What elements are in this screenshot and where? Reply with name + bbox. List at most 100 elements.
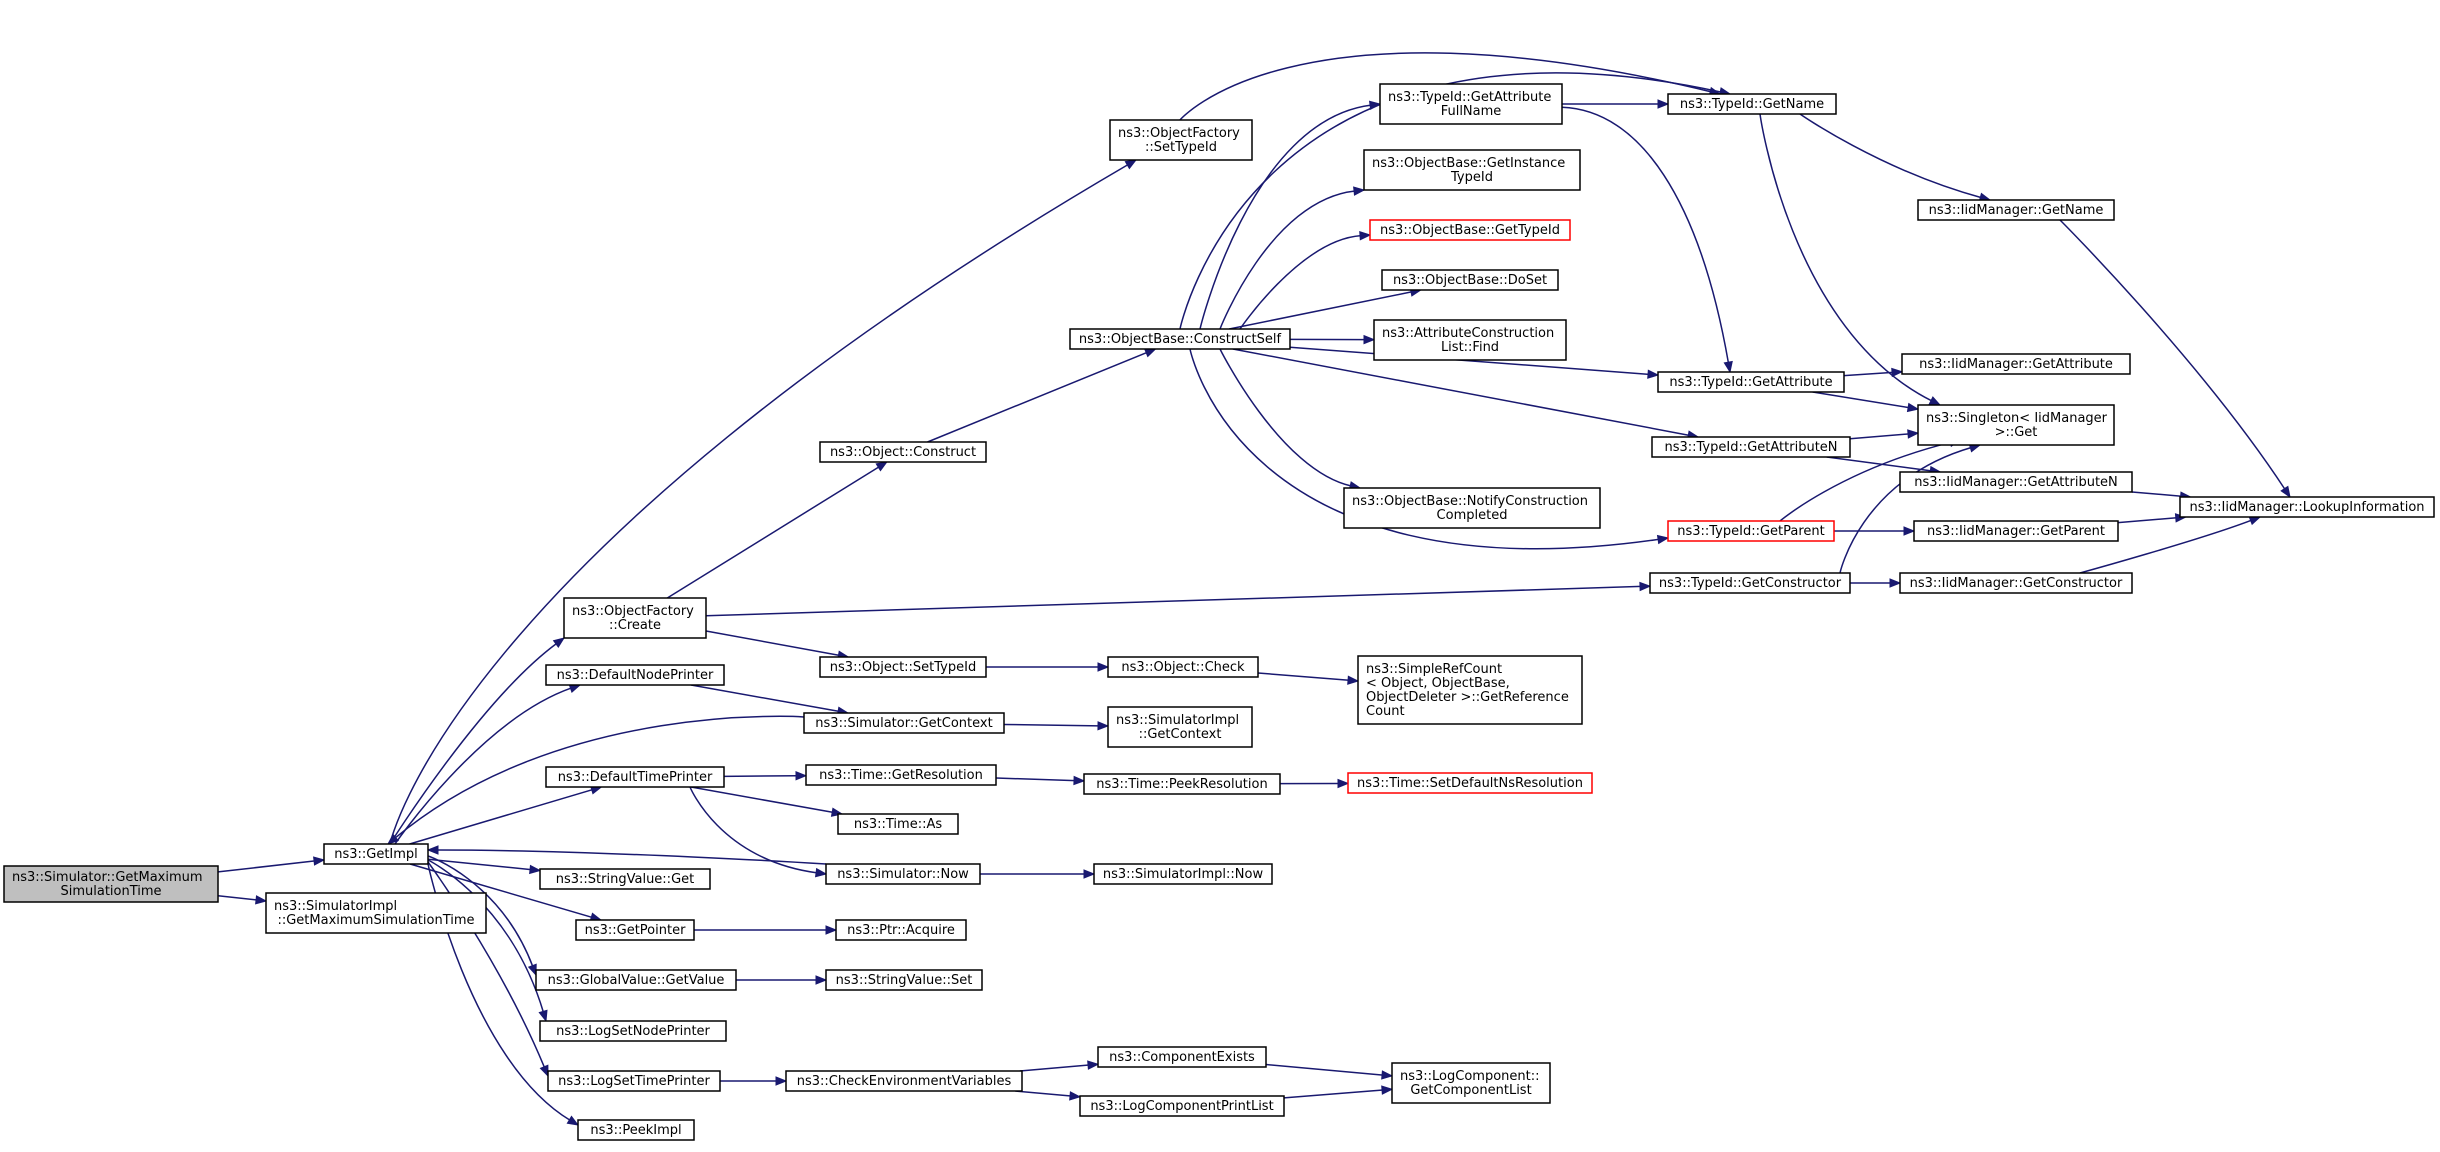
node-box xyxy=(1651,436,1851,458)
call-edge-line xyxy=(1826,456,1932,472)
function-node-tid-getattributen[interactable]: ns3::TypeId::GetAttributeN xyxy=(1651,436,1851,458)
node-box xyxy=(803,712,1005,734)
function-node-obj-construct[interactable]: ns3::Object::Construct xyxy=(819,441,987,463)
function-node-time-getres[interactable]: ns3::Time::GetResolution xyxy=(805,764,997,786)
function-node-ptr-acquire[interactable]: ns3::Ptr::Acquire xyxy=(835,919,967,941)
call-edge-obj_check-to-simplerefcount xyxy=(1257,672,1360,685)
function-node-deftimeprinter[interactable]: ns3::DefaultTimePrinter xyxy=(545,766,725,788)
call-edge-line xyxy=(1189,348,1660,550)
node-box xyxy=(323,843,429,865)
arrow-head-icon xyxy=(1073,775,1086,786)
function-node-iid-getattribute[interactable]: ns3::IidManager::GetAttribute xyxy=(1901,353,2131,375)
function-node-tid-getconstructor[interactable]: ns3::TypeId::GetConstructor xyxy=(1649,572,1851,594)
function-node-ob-gettypeid[interactable]: ns3::ObjectBase::GetTypeId xyxy=(1369,219,1571,241)
function-node-strval-get[interactable]: ns3::StringValue::Get xyxy=(539,868,711,890)
call-edge-line xyxy=(1265,1063,1384,1076)
node-box xyxy=(545,766,725,788)
call-edge-line xyxy=(409,788,593,845)
call-edge-line xyxy=(389,642,558,845)
call-edge-sim_getcontext-to-getimpl xyxy=(386,715,805,845)
arrow-head-icon xyxy=(1907,429,1920,439)
node-label: ns3::StringValue::Get xyxy=(556,872,694,887)
function-node-simimpl-getcontext[interactable]: ns3::SimulatorImpl::GetContext xyxy=(1107,706,1253,748)
arrow-head-icon xyxy=(1097,662,1110,672)
function-node-ob-constructself[interactable]: ns3::ObjectBase::ConstructSelf xyxy=(1069,328,1291,350)
node-label: ns3::Simulator::GetContext xyxy=(815,716,992,731)
function-node-logcompprintlist[interactable]: ns3::LogComponentPrintList xyxy=(1079,1095,1285,1117)
node-box xyxy=(1917,404,2115,446)
call-edge-ob_constructself-to-tid_getattribute xyxy=(1289,346,1660,379)
node-label: < Object, ObjectBase, xyxy=(1366,676,1510,691)
function-node-iid-getattributen[interactable]: ns3::IidManager::GetAttributeN xyxy=(1899,471,2133,493)
arrow-head-icon xyxy=(1087,1060,1100,1070)
function-node-obj-settypeid[interactable]: ns3::Object::SetTypeId xyxy=(819,656,987,678)
function-node-iid-getconstructor[interactable]: ns3::IidManager::GetConstructor xyxy=(1899,572,2133,594)
function-node-sim-now[interactable]: ns3::Simulator::Now xyxy=(825,863,981,885)
call-edge-line xyxy=(1759,113,1933,402)
call-edge-tid_getname-to-iid_getname xyxy=(1799,113,1992,202)
function-node-sim-getcontext[interactable]: ns3::Simulator::GetContext xyxy=(803,712,1005,734)
function-node-tid-getattribute[interactable]: ns3::TypeId::GetAttribute xyxy=(1657,371,1845,393)
function-nodes: ns3::Simulator::GetMaximumSimulationTime… xyxy=(3,83,2435,1141)
call-edge-getimpl-to-peekimpl xyxy=(427,863,580,1126)
node-label: ns3::SimulatorImpl xyxy=(1116,713,1239,728)
function-node-iid-getname[interactable]: ns3::IidManager::GetName xyxy=(1917,199,2115,221)
arrow-head-icon xyxy=(1083,869,1096,879)
node-box xyxy=(2179,496,2435,518)
call-edge-line xyxy=(1239,234,1362,330)
function-node-logsetnode[interactable]: ns3::LogSetNodePrinter xyxy=(539,1020,727,1042)
node-box xyxy=(1913,520,2119,542)
call-edge-ob_constructself-to-ob_notifyconstr xyxy=(1219,348,1362,491)
arrow-head-icon xyxy=(1097,721,1110,731)
function-node-defnodeprinter[interactable]: ns3::DefaultNodePrinter xyxy=(545,664,725,686)
function-node-tid-getname[interactable]: ns3::TypeId::GetName xyxy=(1667,93,1837,115)
function-node-of-create[interactable]: ns3::ObjectFactory::Create xyxy=(563,597,707,639)
call-edge-line xyxy=(394,715,805,839)
function-node-time-setdefns[interactable]: ns3::Time::SetDefaultNsResolution xyxy=(1347,772,1593,794)
function-node-obj-check[interactable]: ns3::Object::Check xyxy=(1107,656,1259,678)
function-node-simimpl-now[interactable]: ns3::SimulatorImpl::Now xyxy=(1093,863,1273,885)
node-label: ns3::Time::As xyxy=(854,817,943,832)
node-box xyxy=(1379,83,1563,125)
function-node-simimplgetmax[interactable]: ns3::SimulatorImpl::GetMaximumSimulation… xyxy=(265,892,487,934)
function-node-getimpl[interactable]: ns3::GetImpl xyxy=(323,843,429,865)
call-edge-tid_getattrfullname-to-tid_getattribute xyxy=(1561,106,1733,374)
function-node-logsettime[interactable]: ns3::LogSetTimePrinter xyxy=(547,1070,721,1092)
call-edge-iid_getparent-to-iid_lookupinfo xyxy=(2117,513,2188,524)
function-node-checkenv[interactable]: ns3::CheckEnvironmentVariables xyxy=(785,1070,1023,1092)
function-node-ob-doset[interactable]: ns3::ObjectBase::DoSet xyxy=(1381,269,1559,291)
node-box xyxy=(1093,863,1273,885)
function-node-peekimpl[interactable]: ns3::PeekImpl xyxy=(577,1119,695,1141)
function-node-iid-getparent[interactable]: ns3::IidManager::GetParent xyxy=(1913,520,2119,542)
node-box xyxy=(535,969,737,991)
node-label: ns3::IidManager::LookupInformation xyxy=(2189,500,2424,515)
call-edge-logsettime-to-checkenv xyxy=(720,1076,788,1086)
function-node-iid-lookupinfo[interactable]: ns3::IidManager::LookupInformation xyxy=(2179,496,2435,518)
function-node-logcomp-getlist[interactable]: ns3::LogComponent::GetComponentList xyxy=(1391,1062,1551,1104)
node-box xyxy=(1363,149,1581,191)
function-node-time-peekres[interactable]: ns3::Time::PeekResolution xyxy=(1083,773,1281,795)
function-node-tid-getparent[interactable]: ns3::TypeId::GetParent xyxy=(1667,520,1835,542)
call-edge-line xyxy=(2059,219,2286,490)
function-node-simplerefcount[interactable]: ns3::SimpleRefCount< Object, ObjectBase,… xyxy=(1357,655,1583,725)
function-node-singleton-get[interactable]: ns3::Singleton< IidManager>::Get xyxy=(1917,404,2115,446)
function-node-ob-notifyconstr[interactable]: ns3::ObjectBase::NotifyConstructionCompl… xyxy=(1343,487,1601,529)
function-node-compexists[interactable]: ns3::ComponentExists xyxy=(1097,1046,1267,1068)
node-box xyxy=(1657,371,1845,393)
call-edge-line xyxy=(217,894,258,901)
call-edge-line xyxy=(2117,516,2177,524)
call-edge-of_create-to-obj_settypeid xyxy=(705,630,850,660)
function-node-of-settypeid[interactable]: ns3::ObjectFactory::SetTypeId xyxy=(1109,119,1253,161)
function-node-time-as[interactable]: ns3::Time::As xyxy=(837,813,959,835)
node-box xyxy=(1107,706,1253,748)
function-node-gv-getvalue[interactable]: ns3::GlobalValue::GetValue xyxy=(535,969,737,991)
arrow-head-icon xyxy=(1891,367,1904,378)
function-node-strval-set[interactable]: ns3::StringValue::Set xyxy=(825,969,983,991)
node-label: ns3::TypeId::GetConstructor xyxy=(1659,576,1842,591)
function-node-getpointer[interactable]: ns3::GetPointer xyxy=(575,919,695,941)
call-edge-line xyxy=(1219,348,1352,487)
arrow-head-icon xyxy=(552,637,566,649)
